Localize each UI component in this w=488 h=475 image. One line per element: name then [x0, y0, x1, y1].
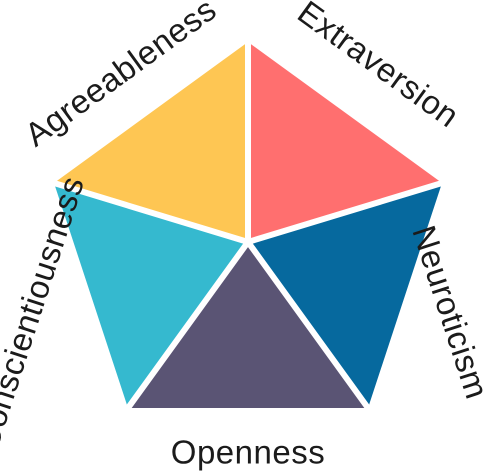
separator-right — [245, 180, 445, 245]
label-neuroticism: Neuroticism — [405, 221, 488, 403]
separator-left — [51, 180, 251, 245]
label-openness: Openness — [171, 434, 325, 471]
segment-separators — [51, 39, 445, 411]
separator-bottom-left — [125, 239, 251, 411]
segment-neuroticism — [248, 183, 442, 408]
segment-extraversion — [248, 42, 442, 242]
segment-conscientiousness — [54, 183, 248, 408]
separator-bottom-right — [245, 239, 371, 411]
segment-openness — [128, 242, 368, 408]
label-conscientiousness: Conscientiousness — [0, 172, 91, 455]
segment-agreeableness — [54, 42, 248, 242]
